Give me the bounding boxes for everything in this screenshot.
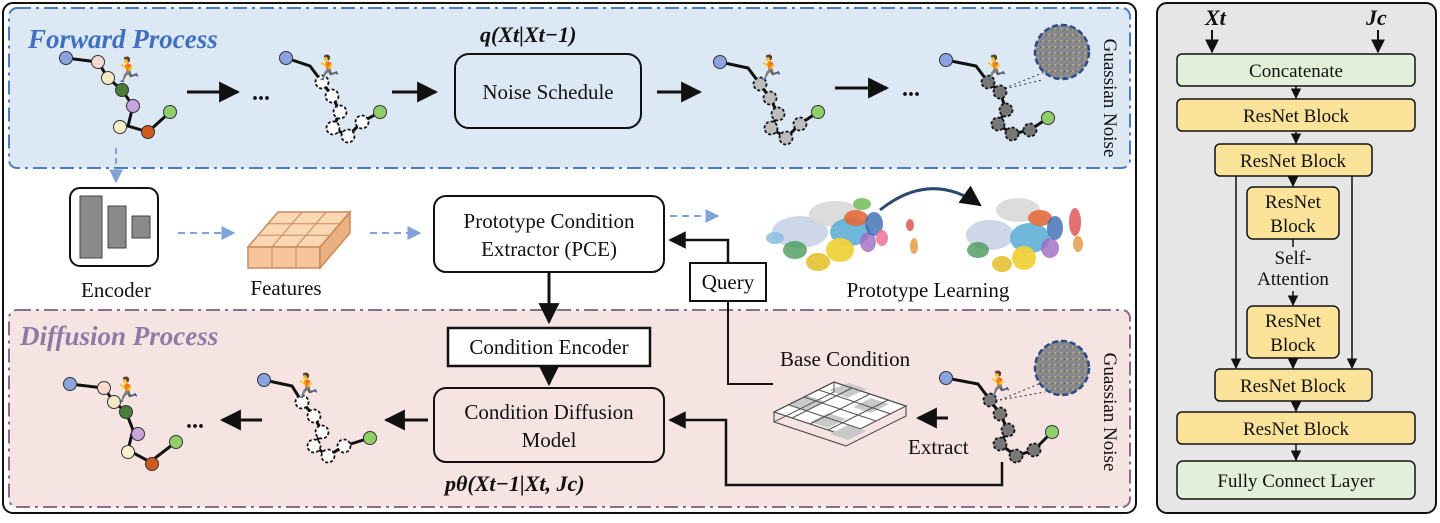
resnet-block-3 xyxy=(1214,368,1373,402)
cdm-label-line2: Model xyxy=(522,428,577,452)
query-to-pce-arrow xyxy=(668,231,730,263)
condition-diffusion-model-box xyxy=(433,387,665,463)
noise-schedule-label: Noise Schedule xyxy=(482,80,613,104)
skeleton-dashed-forward-1 xyxy=(279,51,387,144)
skeleton-dashed-forward-2 xyxy=(713,55,825,146)
inner-resnet-line1: ResNet xyxy=(1265,192,1322,213)
runner-icon: 🏃 xyxy=(313,54,343,82)
inner-resnet-line2: Block xyxy=(1270,335,1316,356)
skeleton-noised-diffusion xyxy=(939,369,1073,464)
base-condition-to-query-line xyxy=(727,301,773,385)
forward-process-title: Forward Process xyxy=(27,24,218,54)
noise-to-cdm-arrow xyxy=(668,411,1004,487)
forward-formula: q(Xt|Xt−1) xyxy=(480,22,576,47)
resnet-block-label: ResNet Block xyxy=(1240,151,1347,172)
pce-label-line2: Extractor (PCE) xyxy=(481,237,617,261)
features-block xyxy=(246,209,352,271)
features-label: Features xyxy=(250,276,321,300)
skeleton-colored-diffusion xyxy=(63,377,183,471)
reverse-formula: pθ(Xt−1|Xt, Jc) xyxy=(443,471,585,496)
skeleton-dashed-diffusion xyxy=(257,373,377,464)
encoder-box xyxy=(69,187,159,267)
prototype-cluster-right xyxy=(966,198,1083,272)
query-box xyxy=(689,262,767,302)
forward-noise-label: Guassian Noise xyxy=(1099,39,1120,158)
self-attention-line1: Self- xyxy=(1275,248,1312,269)
fully-connect-label: Fully Connect Layer xyxy=(1217,471,1375,492)
runner-icon: 🏃 xyxy=(980,54,1010,82)
runner-icon: 🏃 xyxy=(755,54,785,82)
prototype-cluster-left xyxy=(766,198,918,271)
diffusion-noise-label: Guassian Noise xyxy=(1099,353,1120,472)
prototype-learning-arrow xyxy=(879,185,982,212)
concatenate-label: Concatenate xyxy=(1249,61,1343,82)
runner-icon: 🏃 xyxy=(112,376,142,404)
gaussian-noise-disc xyxy=(1033,339,1091,397)
base-condition-label: Base Condition xyxy=(780,347,911,371)
diffusion-process-title: Diffusion Process xyxy=(19,321,218,351)
prototype-learning-label: Prototype Learning xyxy=(847,278,1010,302)
condition-encoder-label: Condition Encoder xyxy=(469,335,628,359)
forward-ellipsis-2: ... xyxy=(902,76,920,102)
inner-resnet-line2: Block xyxy=(1270,216,1316,237)
resnet-block-label: ResNet Block xyxy=(1243,419,1350,440)
encoder-label: Encoder xyxy=(81,278,151,302)
resnet-block-label: ResNet Block xyxy=(1243,106,1350,127)
query-label: Query xyxy=(702,270,755,294)
input-xt-label: Xt xyxy=(1204,5,1227,30)
runner-icon: 🏃 xyxy=(113,56,143,84)
base-condition-grid xyxy=(772,381,908,447)
skeleton-noised-forward xyxy=(939,53,1076,142)
self-attention-line2: Attention xyxy=(1257,269,1329,290)
extract-label: Extract xyxy=(908,435,969,459)
runner-icon: 🏃 xyxy=(292,372,322,400)
runner-icon: 🏃 xyxy=(984,370,1014,398)
skeleton-colored-forward xyxy=(59,51,177,139)
noise-schedule-box xyxy=(454,53,642,129)
forward-ellipsis-1: ... xyxy=(252,80,270,106)
inner-resnet-line1: ResNet xyxy=(1265,311,1322,332)
fully-connect-block xyxy=(1176,460,1416,500)
diffusion-ellipsis: ... xyxy=(186,408,204,434)
cdm-label-line1: Condition Diffusion xyxy=(464,400,634,424)
pce-label-line1: Prototype Condition xyxy=(464,209,635,233)
gaussian-noise-disc xyxy=(1033,23,1091,81)
input-jc-label: Jc xyxy=(1365,5,1387,30)
resnet-block-label: ResNet Block xyxy=(1240,376,1347,397)
